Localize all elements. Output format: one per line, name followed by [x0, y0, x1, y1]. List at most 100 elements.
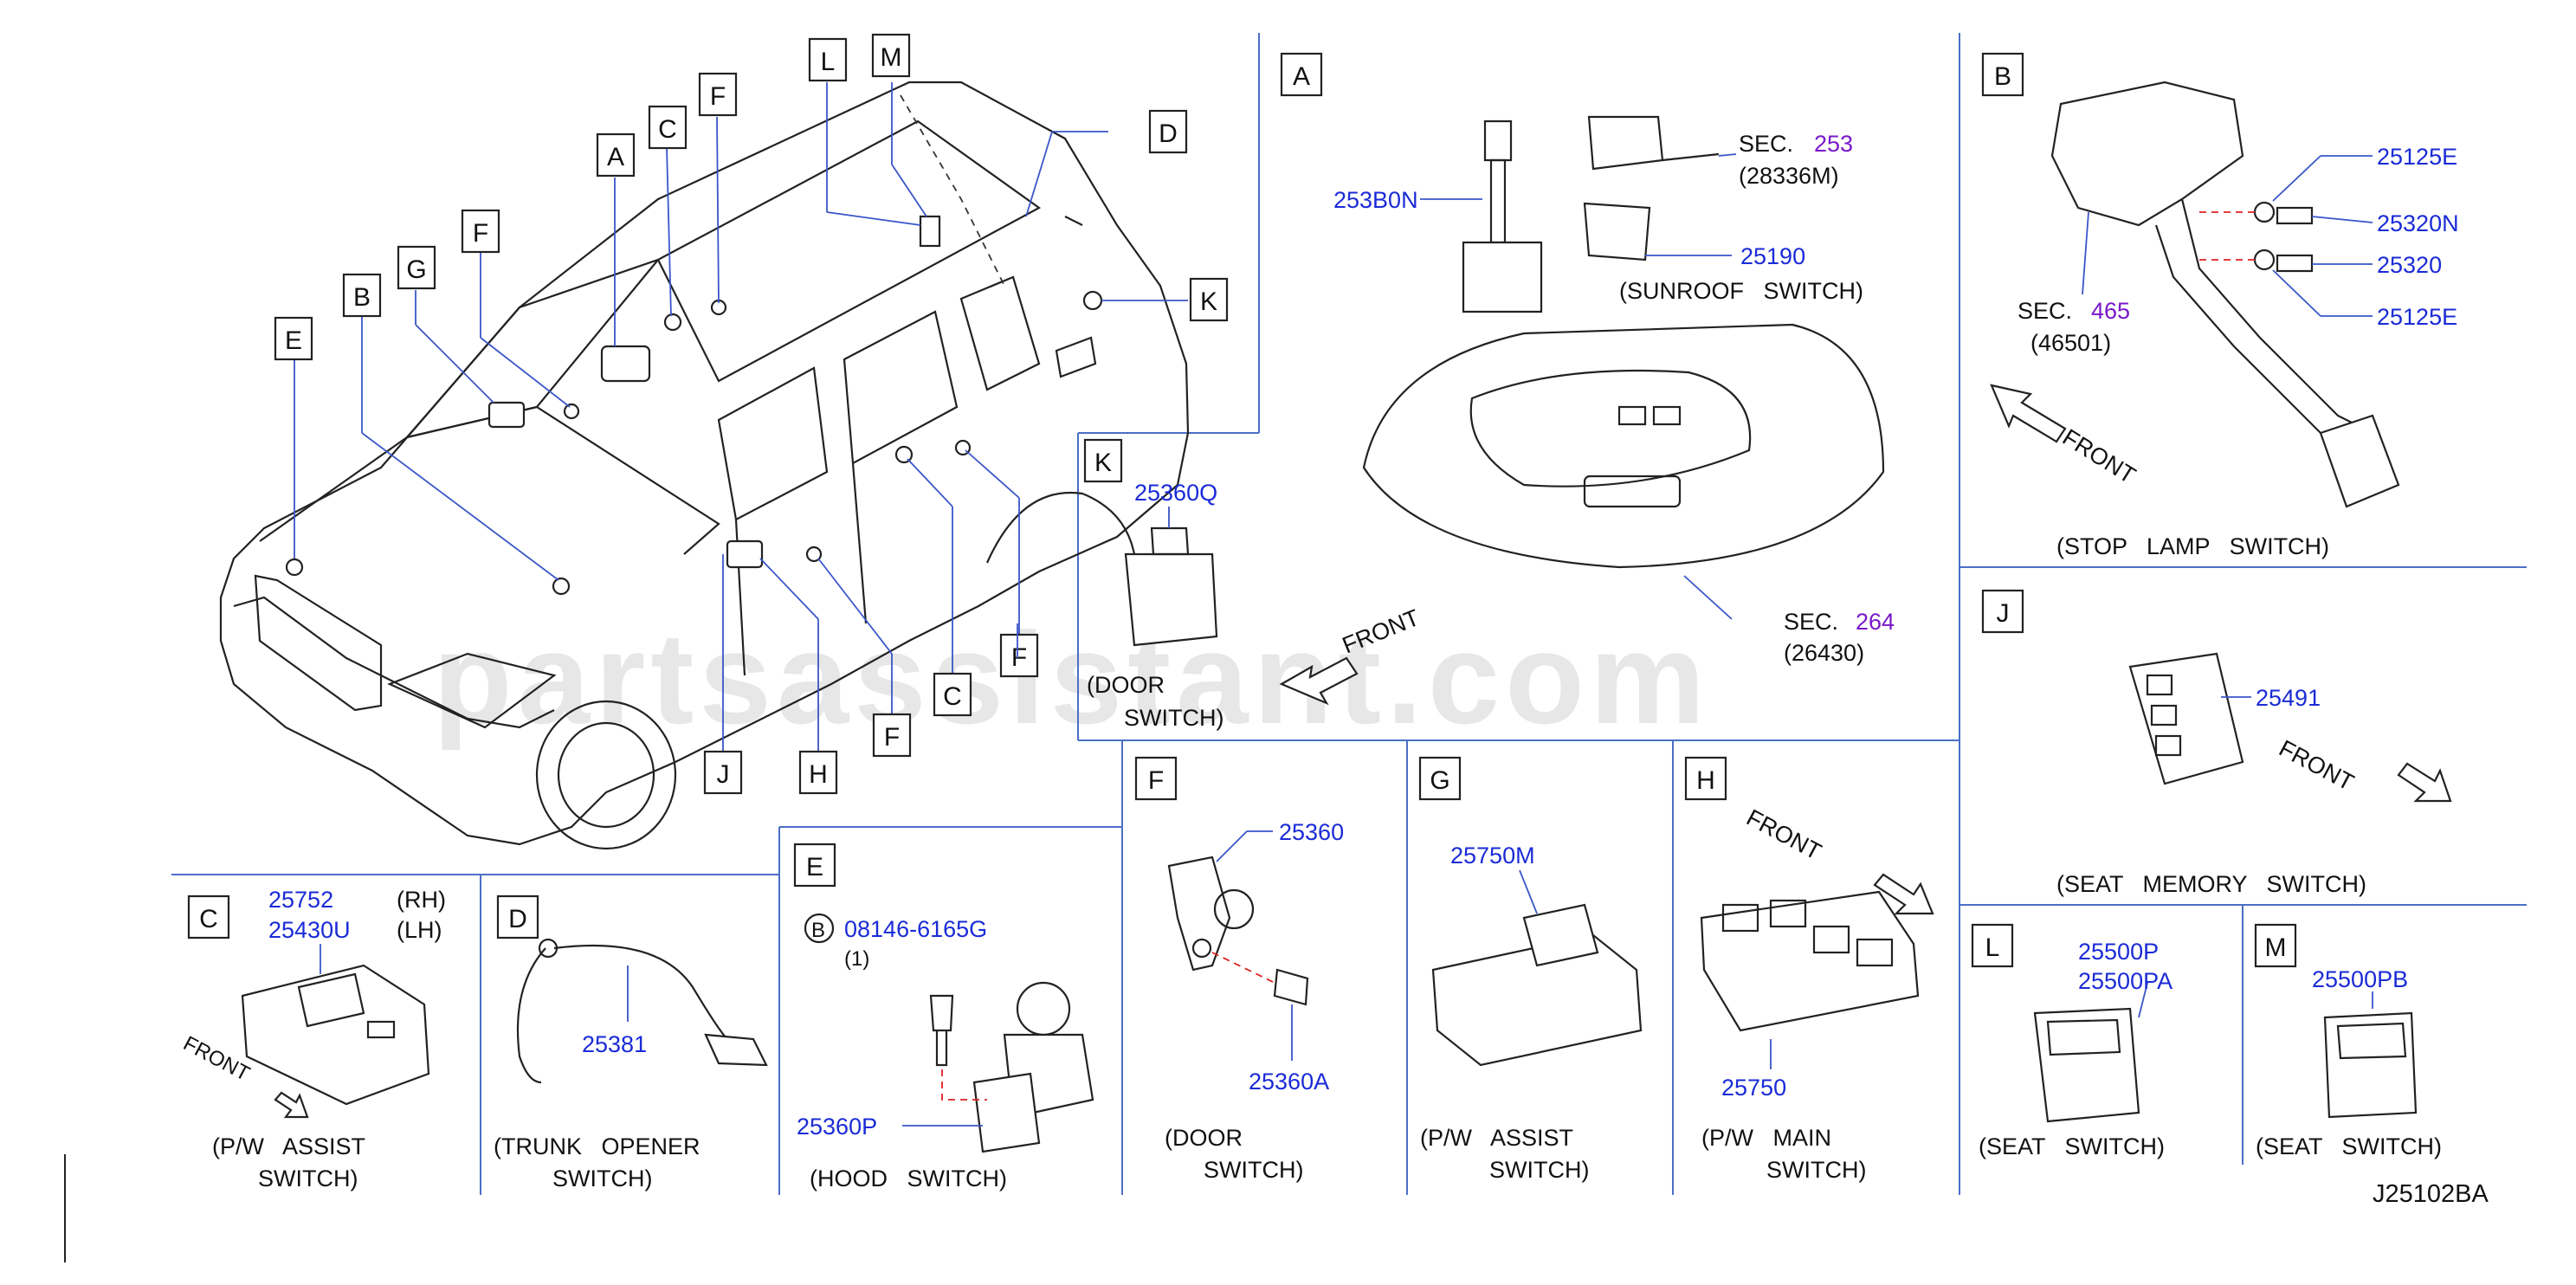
pedal-pad — [2319, 414, 2400, 508]
callout-E: E — [285, 326, 302, 355]
callout-box-C-bottom — [933, 672, 972, 717]
pw-assist-C-body — [241, 964, 430, 1106]
door-screw-head — [1273, 968, 1309, 1006]
part-25125E-bottom: 25125E — [2377, 304, 2457, 330]
sec-465-ref: (46501) — [2030, 330, 2111, 356]
bolt-ref-circle — [804, 913, 835, 944]
door-switch-K-top — [1150, 526, 1190, 556]
callout-C-bottom: C — [943, 682, 962, 711]
connector-harness — [1489, 158, 1507, 244]
callout-box-F-right — [999, 633, 1039, 678]
callout-box-B — [342, 273, 382, 318]
side-rh: (RH) — [397, 887, 446, 913]
caption-D-2: SWITCH) — [552, 1166, 652, 1191]
hood-switch-bracket — [972, 1072, 1041, 1153]
svg-text:H: H — [1696, 766, 1715, 795]
panel-C: C 25752 25430U (RH) (LH) FRONT (P/W ASSI… — [179, 887, 446, 1191]
roof-line — [656, 119, 1042, 383]
front-label-B: FRONT — [2058, 424, 2140, 489]
caption-F-2: SWITCH) — [1204, 1157, 1303, 1183]
panel-L-tag — [1971, 923, 2014, 968]
callout-C-top: C — [658, 115, 677, 144]
side-window-rear — [959, 275, 1041, 391]
svg-text:C: C — [199, 905, 218, 933]
connector-top — [1483, 119, 1513, 162]
switch-2-body — [2276, 254, 2314, 273]
seat-memory-mark — [487, 401, 526, 429]
panel-M: M 25500PB (SEAT SWITCH) — [2254, 923, 2442, 1159]
hood-line — [259, 405, 720, 555]
part-25750: 25750 — [1721, 1075, 1786, 1101]
roof-switch-mark — [663, 313, 682, 332]
sec-253-ref: (28336M) — [1739, 163, 1839, 189]
svg-text:G: G — [1430, 766, 1449, 795]
callout-H: H — [809, 760, 828, 789]
callout-box-D — [1148, 109, 1188, 154]
panel-A-tag — [1280, 52, 1323, 97]
panel-J: J 25491 FRONT (SEAT MEMORY SWITCH) — [1981, 589, 2452, 897]
watermark: partsassistant.com — [433, 605, 1710, 751]
panel-K: K 25360Q (DOOR SWITCH) — [1017, 438, 1223, 731]
pw-main-body — [1700, 890, 1920, 1032]
part-25430U: 25430U — [268, 917, 351, 943]
callout-box-L — [808, 37, 848, 82]
callout-box-E — [274, 316, 313, 361]
svg-text:F: F — [1148, 766, 1164, 795]
rear-wheel-arch — [985, 491, 1136, 564]
pw-main-btn-3 — [1812, 925, 1850, 954]
door-switch-mark-1 — [894, 445, 914, 464]
callout-box-A — [596, 132, 636, 178]
sec-253-prefix: SEC. — [1739, 131, 1793, 157]
pw-main-btn-2 — [1769, 899, 1807, 928]
callout-L: L — [821, 48, 836, 76]
callout-F-right: F — [1011, 643, 1027, 672]
seat-memory-body — [2128, 652, 2244, 785]
part-25360Q: 25360Q — [1134, 480, 1217, 506]
caption-D-1: (TRUNK OPENER — [494, 1133, 700, 1159]
pw-assist-C-knob — [297, 972, 365, 1028]
callout-box-C-top — [648, 105, 688, 150]
caption-G-2: SWITCH) — [1489, 1157, 1589, 1183]
panel-F: F 25360 25360A (DOOR SWITCH) — [1134, 756, 1344, 1183]
console-lamp — [1583, 475, 1682, 508]
seat-switch-M-rocker — [2336, 1022, 2407, 1060]
trunk-opener-switch — [704, 1033, 768, 1067]
svg-text:B: B — [1994, 62, 2011, 91]
callout-J: J — [717, 760, 730, 789]
panel-J-tag — [1981, 589, 2024, 634]
sec-253-num: 253 — [1814, 131, 1853, 157]
panel-G-tag — [1418, 756, 1462, 801]
diagram-id: J25102BA — [2373, 1180, 2489, 1208]
door-switch-F-hole — [1191, 938, 1212, 959]
memory-btn-2 — [2150, 704, 2178, 726]
part-08146-6165G: 08146-6165G — [844, 916, 987, 942]
panel-dividers — [64, 33, 2527, 1262]
door-switch-F-body — [1167, 856, 1231, 972]
bolt-ref-letter: B — [811, 919, 825, 942]
switch-2-nut — [2253, 249, 2276, 271]
trunk-mark — [1082, 290, 1103, 311]
panel-B: B 25125E 25320N 25320 25125E SEC. 465 (4… — [1981, 52, 2459, 559]
vehicle-callouts: A C F L M D K F G B E J H F C F — [274, 33, 1229, 795]
front-arrow-J — [2397, 762, 2452, 803]
callout-D: D — [1159, 119, 1178, 148]
svg-text:L: L — [1985, 933, 2000, 962]
callout-box-M — [871, 33, 911, 78]
door-switch-mark-3 — [805, 546, 823, 563]
trunk-harness-left — [516, 947, 546, 1084]
callout-box-F-left — [461, 209, 500, 254]
pw-assist-C-btn — [366, 1020, 396, 1039]
console-btn-2 — [1652, 405, 1682, 426]
svg-text:K: K — [1094, 449, 1112, 477]
panel-D: D 25381 (TRUNK OPENER SWITCH) — [494, 894, 768, 1191]
sec-264-prefix: SEC. — [1784, 609, 1838, 635]
caption-K-2: SWITCH) — [1124, 705, 1223, 731]
callout-F-top: F — [710, 82, 726, 111]
connector-block — [1462, 241, 1543, 313]
callout-box-K — [1189, 277, 1229, 322]
door-line-rear — [851, 462, 868, 624]
pw-assist-G-knob — [1522, 903, 1599, 967]
panel-E: E B 08146-6165G (1) 25360P (HOOD SWITCH) — [793, 843, 1094, 1191]
caption-C-2: SWITCH) — [258, 1166, 358, 1191]
